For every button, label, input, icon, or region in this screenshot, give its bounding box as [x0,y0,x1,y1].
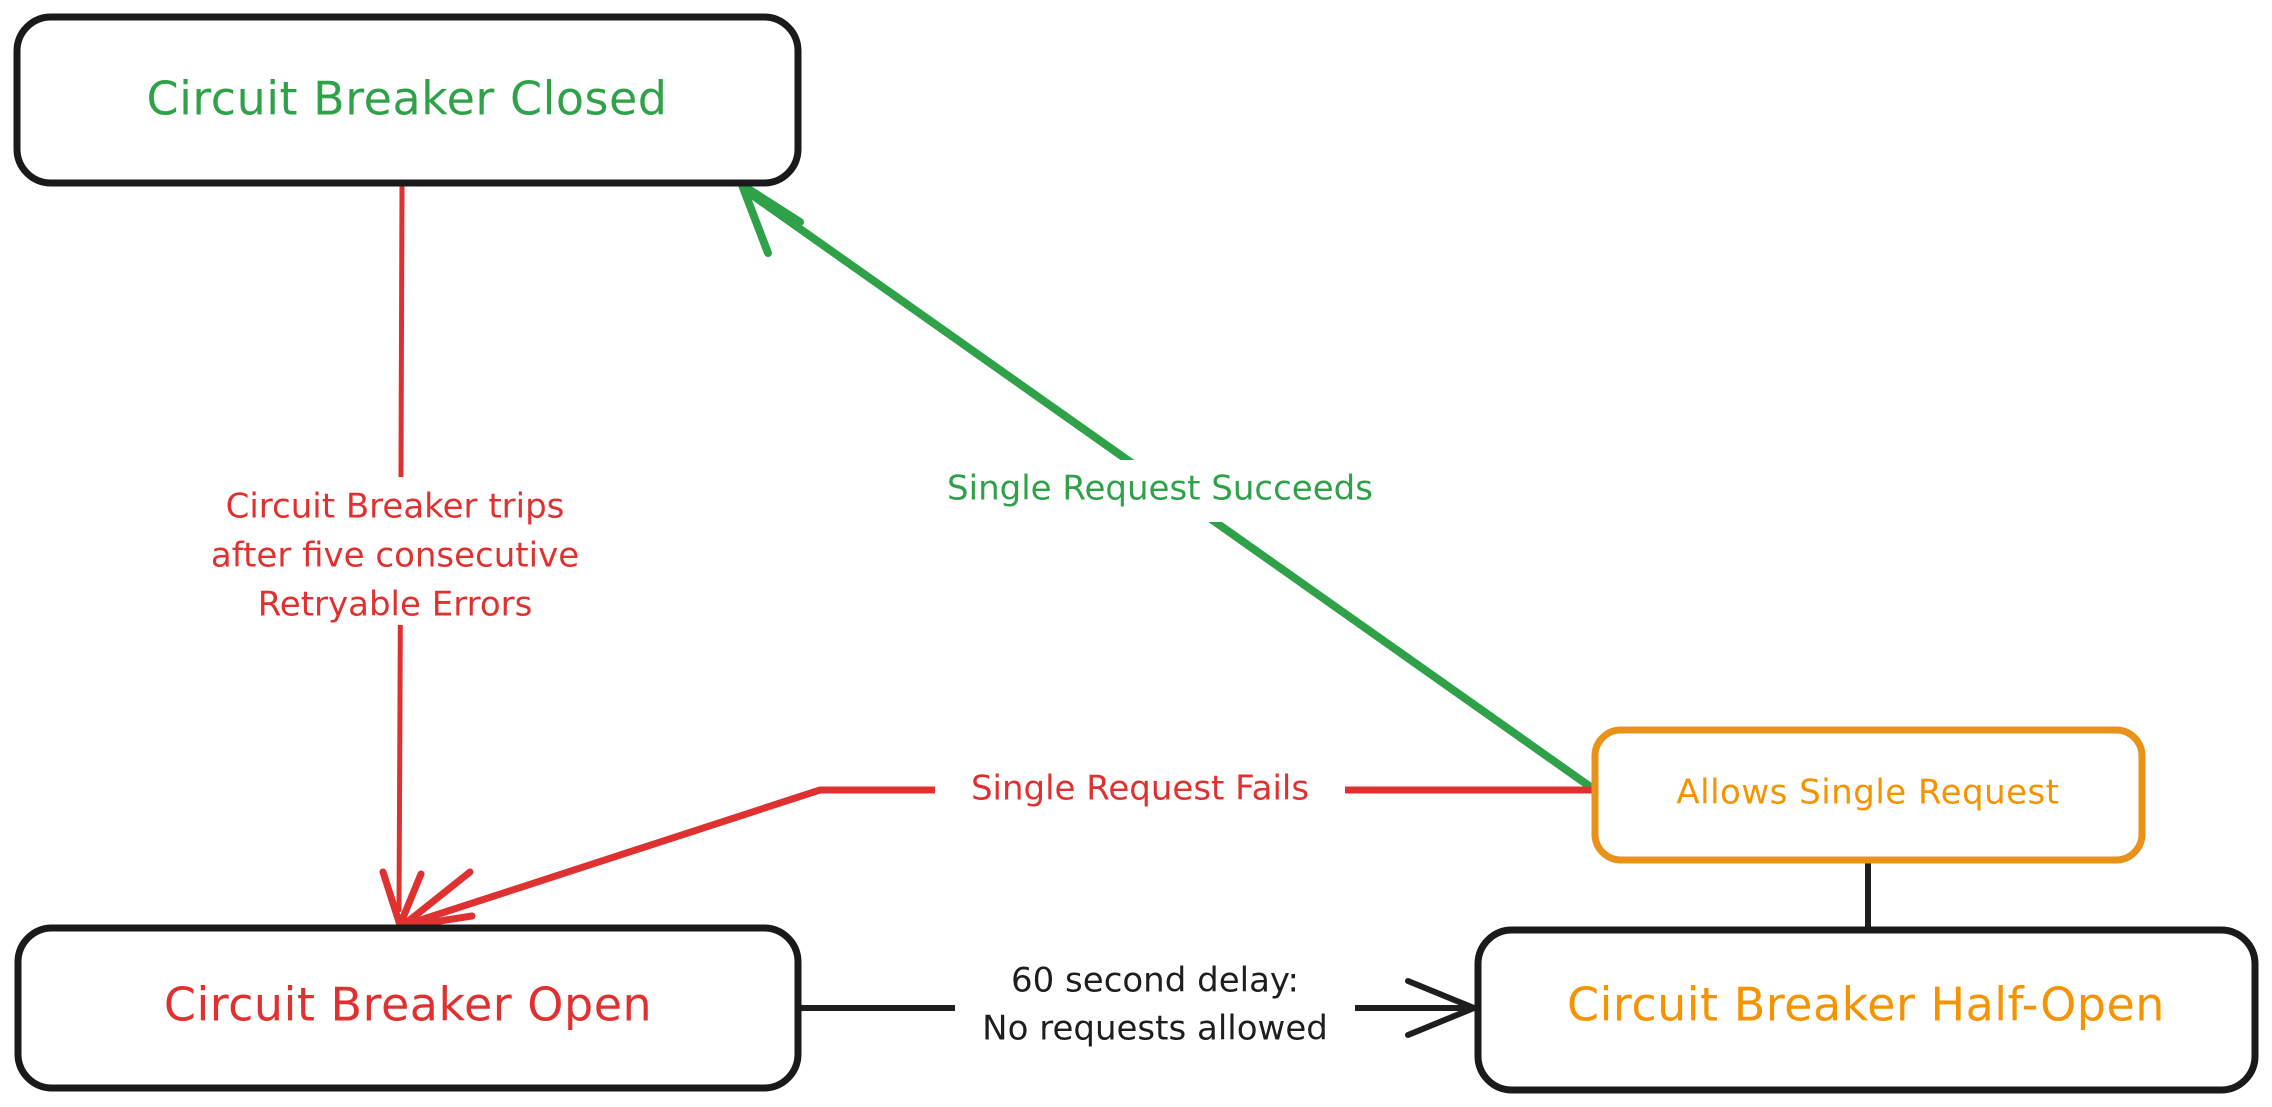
edge-label-backdrop-allows-to-open [935,762,1345,820]
edge-label-allows-to-open-line-1: Single Request Fails [971,769,1309,809]
node-shape-circuit-breaker-open[interactable] [14,924,802,1092]
edge-label-backdrop-closed-to-open [178,477,598,625]
node-label-allows-single-request: Allows Single Request [1676,773,2059,813]
node-circuit-breaker-open[interactable]: Circuit Breaker Open [14,924,802,1092]
edge-label-open-to-half-open-line-2: No requests allowed [982,1009,1328,1049]
node-shape-allows-single-request[interactable] [1591,726,2146,864]
node-circuit-breaker-closed[interactable]: Circuit Breaker Closed [13,13,802,187]
edge-label-closed-to-open-line-3: Retryable Errors [258,585,533,625]
node-allows-single-request[interactable]: Allows Single Request [1591,726,2146,864]
node-circuit-breaker-half-open[interactable]: Circuit Breaker Half-Open [1474,926,2259,1094]
edge-label-open-to-half-open-line-1: 60 second delay: [1011,961,1299,1001]
node-label-circuit-breaker-closed: Circuit Breaker Closed [147,72,668,126]
edge-label-backdrop-allows-to-closed [910,460,1380,522]
edge-label-allows-to-open: Single Request Fails [935,762,1345,820]
node-shape-circuit-breaker-closed[interactable] [13,13,802,187]
edge-label-allows-to-closed: Single Request Succeeds [910,460,1380,522]
node-label-circuit-breaker-open: Circuit Breaker Open [164,978,652,1032]
edge-label-closed-to-open: Circuit Breaker trips after five consecu… [178,477,598,625]
edge-label-allows-to-closed-line-1: Single Request Succeeds [947,469,1373,509]
arrowhead-open-to-half-open [1405,978,1477,1038]
edge-label-open-to-half-open: 60 second delay: No requests allowed [955,952,1355,1062]
edge-label-closed-to-open-line-1: Circuit Breaker trips [226,487,565,527]
arrowhead-allows-to-closed [738,181,804,257]
node-shape-circuit-breaker-half-open[interactable] [1474,926,2259,1094]
arrowhead-closed-to-open [379,868,425,929]
edge-label-backdrop-open-to-half-open [955,952,1355,1062]
edge-label-closed-to-open-line-2: after five consecutive [211,536,579,576]
node-label-circuit-breaker-half-open: Circuit Breaker Half-Open [1567,978,2165,1032]
